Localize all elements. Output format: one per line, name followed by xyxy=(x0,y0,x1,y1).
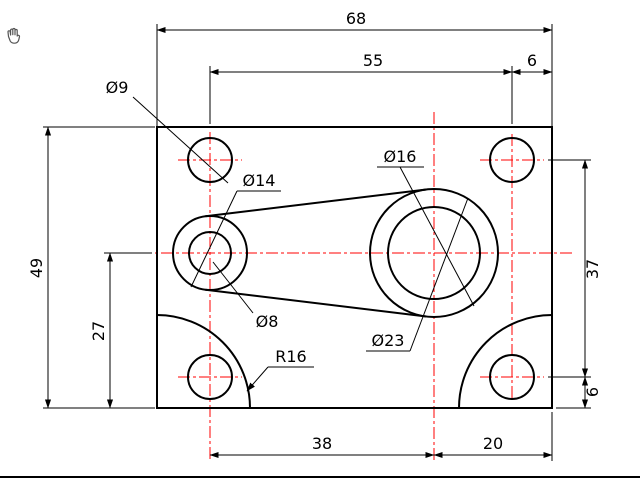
corner-hole-bottom-left xyxy=(187,354,233,400)
leader-r16 xyxy=(246,366,269,392)
label-d16: Ø16 xyxy=(384,147,417,166)
dim-text-68: 68 xyxy=(346,9,366,28)
label-d14: Ø14 xyxy=(243,171,276,190)
centerlines xyxy=(140,112,572,462)
dimension-texts: 68 55 6 49 27 37 6 38 20 xyxy=(27,9,602,453)
center-hole-inner-circle xyxy=(387,206,481,300)
leader-d23 xyxy=(409,197,469,352)
dimension-lines xyxy=(44,26,589,459)
corner-hole-top-left xyxy=(187,137,233,183)
label-d23: Ø23 xyxy=(372,331,405,350)
corner-hole-top-right xyxy=(489,137,535,183)
center-hole-outer-circle xyxy=(369,188,499,318)
pan-hand-icon xyxy=(7,27,21,44)
dim-text-49: 49 xyxy=(27,258,46,278)
dim-text-38: 38 xyxy=(312,434,332,453)
fillet-arc-bottom-left xyxy=(156,314,251,409)
tangent-line-lower xyxy=(205,288,427,318)
leader-lines xyxy=(132,96,475,392)
fillet-arc-bottom-right xyxy=(458,314,553,409)
leader-d9 xyxy=(132,96,229,184)
leader-d8 xyxy=(212,261,254,314)
label-r16: R16 xyxy=(275,347,306,366)
feature-labels: Ø9 Ø14 Ø8 Ø16 Ø23 R16 xyxy=(106,78,417,366)
dim-text-55: 55 xyxy=(363,51,383,70)
dim-text-6-right: 6 xyxy=(583,387,602,397)
plate-outline xyxy=(156,126,553,409)
dim-text-20: 20 xyxy=(483,434,503,453)
label-d8: Ø8 xyxy=(256,312,279,331)
dim-text-37: 37 xyxy=(583,259,602,279)
part-geometry xyxy=(156,126,553,409)
dim-text-6-top: 6 xyxy=(527,51,537,70)
boss-inner-circle xyxy=(188,231,232,275)
label-d9: Ø9 xyxy=(106,78,129,97)
corner-hole-bottom-right xyxy=(489,354,535,400)
leader-d14 xyxy=(190,190,238,288)
dim-text-27: 27 xyxy=(89,321,108,341)
leader-d16 xyxy=(399,166,475,307)
tangent-line-upper xyxy=(205,188,427,218)
